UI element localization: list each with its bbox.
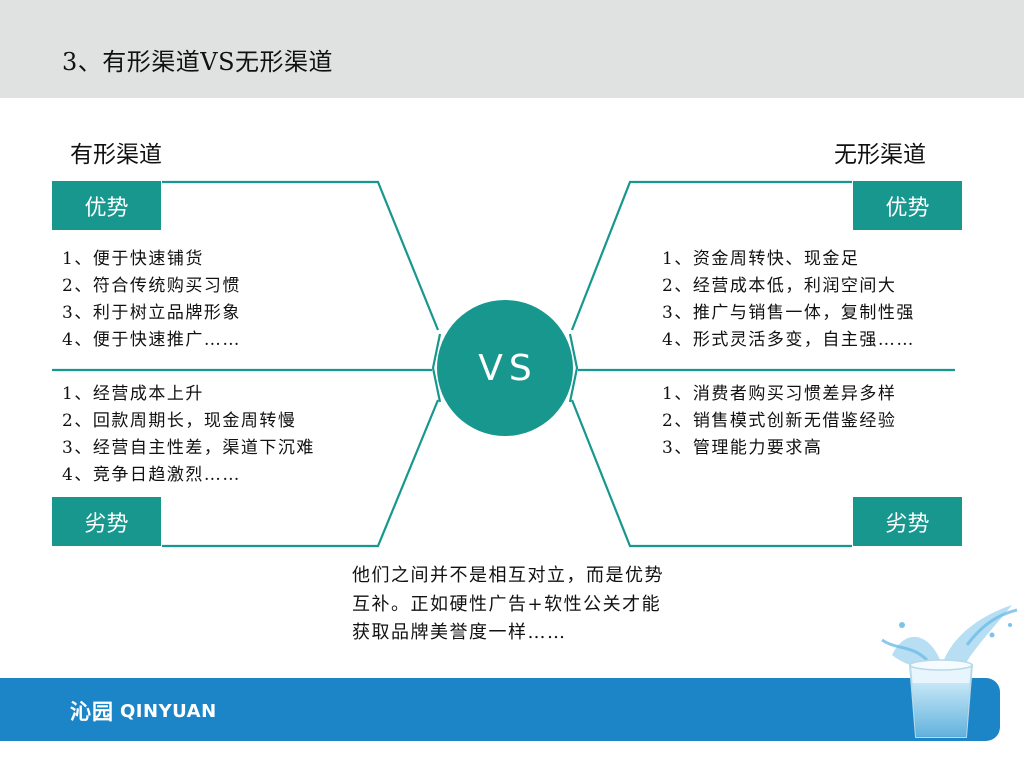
right-disadvantage-box: 劣势 <box>853 497 962 546</box>
list-item: 4、竞争日趋激烈…… <box>62 465 241 485</box>
left-advantage-box: 优势 <box>52 181 161 230</box>
list-item: 4、形式灵活多变，自主强…… <box>662 330 915 350</box>
title-bar: 3、有形渠道VS无形渠道 <box>0 0 1024 98</box>
logo-chinese: 沁园 <box>70 700 114 724</box>
right-heading: 无形渠道 <box>834 142 926 168</box>
right-disadvantages-list: 1、消费者购买习惯差异多样 2、销售模式创新无借鉴经验 3、管理能力要求高 <box>662 381 896 462</box>
left-bottom-line <box>162 399 440 548</box>
vs-label: VS <box>478 347 538 389</box>
left-heading: 有形渠道 <box>70 142 162 168</box>
footer-bar <box>0 678 1000 741</box>
list-item: 1、便于快速铺货 <box>62 249 204 269</box>
list-item: 1、消费者购买习惯差异多样 <box>662 384 897 404</box>
left-bracket <box>431 333 442 403</box>
list-item: 1、经营成本上升 <box>62 384 204 404</box>
left-advantages-list: 1、便于快速铺货 2、符合传统购买习惯 3、利于树立品牌形象 4、便于快速推广…… <box>62 246 241 354</box>
water-glass-illustration <box>881 605 1018 738</box>
right-top-line <box>570 180 852 331</box>
summary-note: 他们之间并不是相互对立，而是优势互补。正如硬性广告+软性公关才能获取品牌美誉度一… <box>352 565 664 643</box>
list-item: 3、管理能力要求高 <box>662 438 823 458</box>
list-item: 4、便于快速推广…… <box>62 330 241 350</box>
brand-logo: 沁园 QINYUAN <box>70 695 217 727</box>
left-top-line <box>162 180 440 331</box>
vs-circle: VS <box>437 300 573 436</box>
right-bracket <box>568 333 579 403</box>
left-disadvantages-list: 1、经营成本上升 2、回款周期长，现金周转慢 3、经营自主性差，渠道下沉难 4、… <box>62 381 315 489</box>
right-advantages-list: 1、资金周转快、现金足 2、经营成本低，利润空间大 3、推广与销售一体，复制性强… <box>662 246 915 354</box>
list-item: 3、推广与销售一体，复制性强 <box>662 303 915 323</box>
right-bottom-line <box>570 399 852 548</box>
logo-english: QINYUAN <box>120 700 217 722</box>
list-item: 2、回款周期长，现金周转慢 <box>62 411 297 431</box>
page-title: 3、有形渠道VS无形渠道 <box>62 48 334 76</box>
list-item: 3、经营自主性差，渠道下沉难 <box>62 438 315 458</box>
list-item: 3、利于树立品牌形象 <box>62 303 241 323</box>
left-disadvantage-box: 劣势 <box>52 497 161 546</box>
list-item: 1、资金周转快、现金足 <box>662 249 860 269</box>
list-item: 2、经营成本低，利润空间大 <box>662 276 897 296</box>
list-item: 2、销售模式创新无借鉴经验 <box>662 411 897 431</box>
right-advantage-box: 优势 <box>853 181 962 230</box>
list-item: 2、符合传统购买习惯 <box>62 276 241 296</box>
